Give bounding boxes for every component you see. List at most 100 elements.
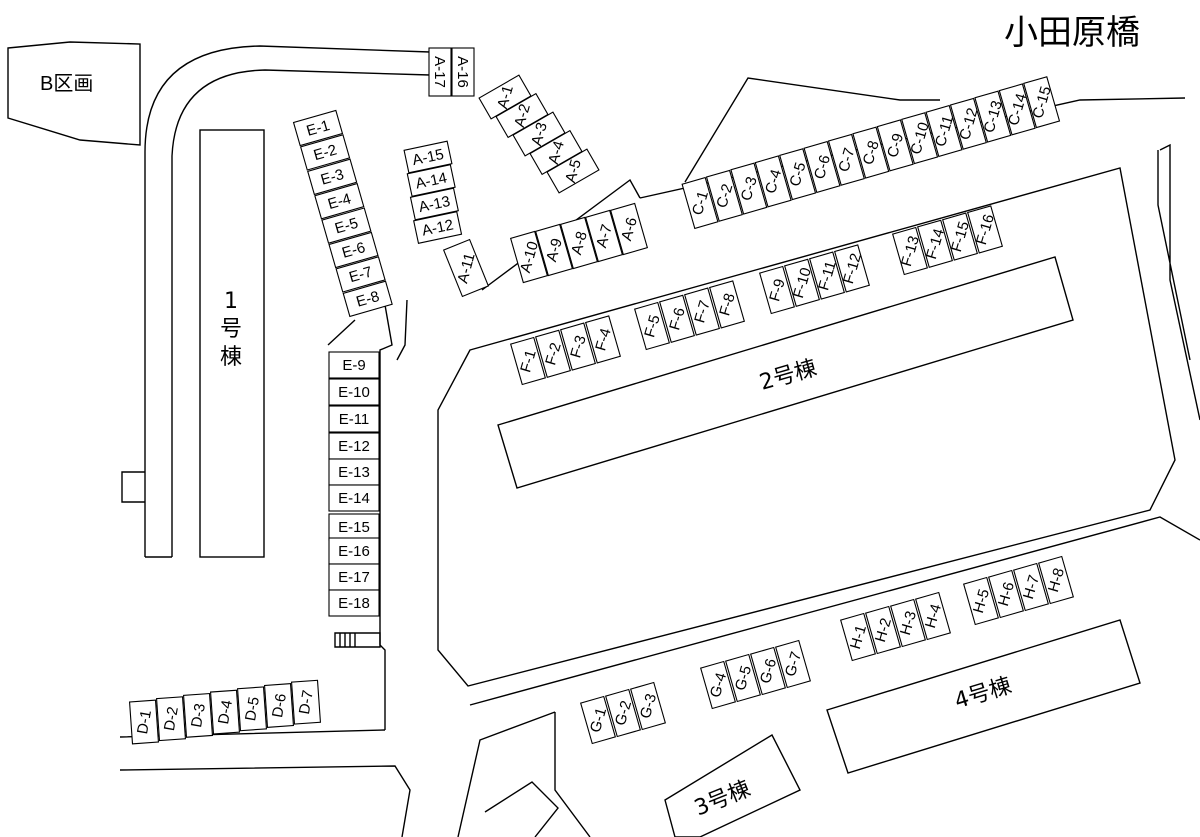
slot-e-12[interactable] — [328, 432, 380, 460]
slot-e-11[interactable] — [328, 405, 380, 433]
slot-h-4[interactable] — [914, 591, 952, 641]
slot-a-10[interactable] — [509, 230, 549, 284]
slot-h-8[interactable] — [1037, 555, 1075, 605]
slot-a-5[interactable] — [546, 148, 600, 194]
slot-a-7[interactable] — [584, 209, 624, 263]
slot-e-14[interactable] — [328, 484, 380, 512]
slot-e-2[interactable] — [299, 134, 351, 171]
slot-g-4[interactable] — [699, 660, 737, 710]
slot-c-3[interactable] — [730, 162, 768, 215]
slot-e-7[interactable] — [335, 256, 386, 293]
slot-f-6[interactable] — [658, 294, 696, 343]
slot-d-6[interactable] — [263, 683, 295, 728]
slot-a-12[interactable] — [413, 211, 463, 244]
slot-label-e-12: E-12 — [338, 438, 370, 455]
slot-d-3[interactable] — [182, 692, 214, 738]
slot-c-15[interactable] — [1023, 76, 1061, 129]
slot-a-13[interactable] — [409, 187, 459, 221]
slot-e-6[interactable] — [328, 231, 379, 269]
slot-f-11[interactable] — [808, 251, 846, 300]
slot-f-4[interactable] — [584, 315, 622, 364]
slot-h-6[interactable] — [987, 569, 1025, 619]
slot-f-9[interactable] — [758, 265, 796, 315]
slot-d-2[interactable] — [155, 696, 187, 742]
slot-f-1[interactable] — [509, 336, 547, 386]
slot-label-g-4: G-4 — [707, 671, 730, 700]
slot-label-c-9: C-9 — [884, 132, 907, 160]
slot-f-5[interactable] — [633, 301, 671, 351]
slot-d-1[interactable] — [128, 699, 160, 745]
slot-e-5[interactable] — [321, 207, 372, 244]
slot-c-5[interactable] — [779, 148, 817, 201]
slot-e-3[interactable] — [307, 158, 358, 196]
slot-a-14[interactable] — [406, 164, 456, 197]
slot-e-15[interactable] — [328, 513, 380, 541]
slot-c-14[interactable] — [998, 83, 1036, 136]
slot-c-4[interactable] — [754, 155, 792, 208]
slot-g-3[interactable] — [629, 681, 667, 731]
slot-h-5[interactable] — [962, 576, 1000, 626]
slot-g-5[interactable] — [724, 653, 762, 703]
slot-a-15[interactable] — [403, 140, 453, 174]
slot-f-16[interactable] — [966, 205, 1004, 254]
slot-a-9[interactable] — [534, 223, 574, 277]
slot-label-f-8: F-8 — [716, 291, 739, 317]
slot-h-7[interactable] — [1012, 562, 1050, 612]
slot-label-e-18: E-18 — [338, 595, 370, 612]
slot-c-6[interactable] — [803, 140, 841, 194]
slot-f-3[interactable] — [559, 322, 597, 371]
slot-d-5[interactable] — [236, 686, 268, 732]
slot-f-8[interactable] — [708, 280, 746, 329]
slot-c-9[interactable] — [876, 119, 914, 172]
slot-c-13[interactable] — [974, 90, 1012, 143]
slot-e-13[interactable] — [328, 458, 380, 486]
slot-f-10[interactable] — [783, 258, 821, 307]
slot-label-d-5: D-5 — [242, 696, 263, 723]
slot-e-18[interactable] — [328, 589, 380, 617]
slot-e-8[interactable] — [342, 280, 393, 318]
slot-h-1[interactable] — [839, 612, 877, 662]
road-edge-center — [396, 299, 408, 361]
slot-a-11[interactable] — [442, 238, 490, 298]
slot-f-7[interactable] — [683, 287, 721, 336]
slot-d-4[interactable] — [209, 689, 241, 735]
slot-h-2[interactable] — [864, 605, 902, 655]
slot-g-2[interactable] — [604, 688, 642, 738]
slot-a-17[interactable] — [428, 47, 452, 97]
slot-label-c-4: C-4 — [762, 168, 785, 196]
slot-c-7[interactable] — [827, 133, 865, 186]
slot-label-h-8: H-8 — [1045, 566, 1068, 594]
slot-label-a-13: A-13 — [417, 193, 452, 216]
slot-c-8[interactable] — [852, 126, 890, 179]
slot-label-a-15: A-15 — [411, 146, 446, 169]
slot-f-12[interactable] — [833, 244, 871, 293]
car-lot-outline — [437, 167, 1176, 687]
slot-e-1[interactable] — [292, 109, 344, 147]
slot-a-16[interactable] — [451, 47, 475, 97]
slot-g-7[interactable] — [774, 639, 812, 689]
slot-g-1[interactable] — [579, 695, 617, 745]
slot-h-3[interactable] — [889, 598, 927, 648]
building-1-label-line3: 棟 — [220, 345, 242, 370]
slot-f-15[interactable] — [941, 212, 979, 261]
slot-c-12[interactable] — [949, 97, 987, 150]
slot-f-2[interactable] — [534, 329, 572, 378]
slot-e-4[interactable] — [314, 182, 365, 220]
slot-a-6[interactable] — [609, 202, 649, 256]
slot-f-14[interactable] — [916, 219, 954, 268]
slot-e-17[interactable] — [328, 563, 380, 591]
slot-g-6[interactable] — [749, 646, 787, 696]
slot-c-2[interactable] — [705, 169, 743, 222]
slot-f-13[interactable] — [891, 226, 929, 276]
slot-c-11[interactable] — [925, 104, 963, 158]
slot-d-7[interactable] — [290, 679, 322, 725]
slot-c-10[interactable] — [901, 112, 939, 165]
slot-label-a-1: A-1 — [494, 84, 517, 111]
slot-a-8[interactable] — [559, 216, 599, 270]
slot-c-1[interactable] — [681, 176, 719, 230]
slot-e-9[interactable] — [328, 351, 380, 379]
slot-e-10[interactable] — [328, 378, 380, 406]
